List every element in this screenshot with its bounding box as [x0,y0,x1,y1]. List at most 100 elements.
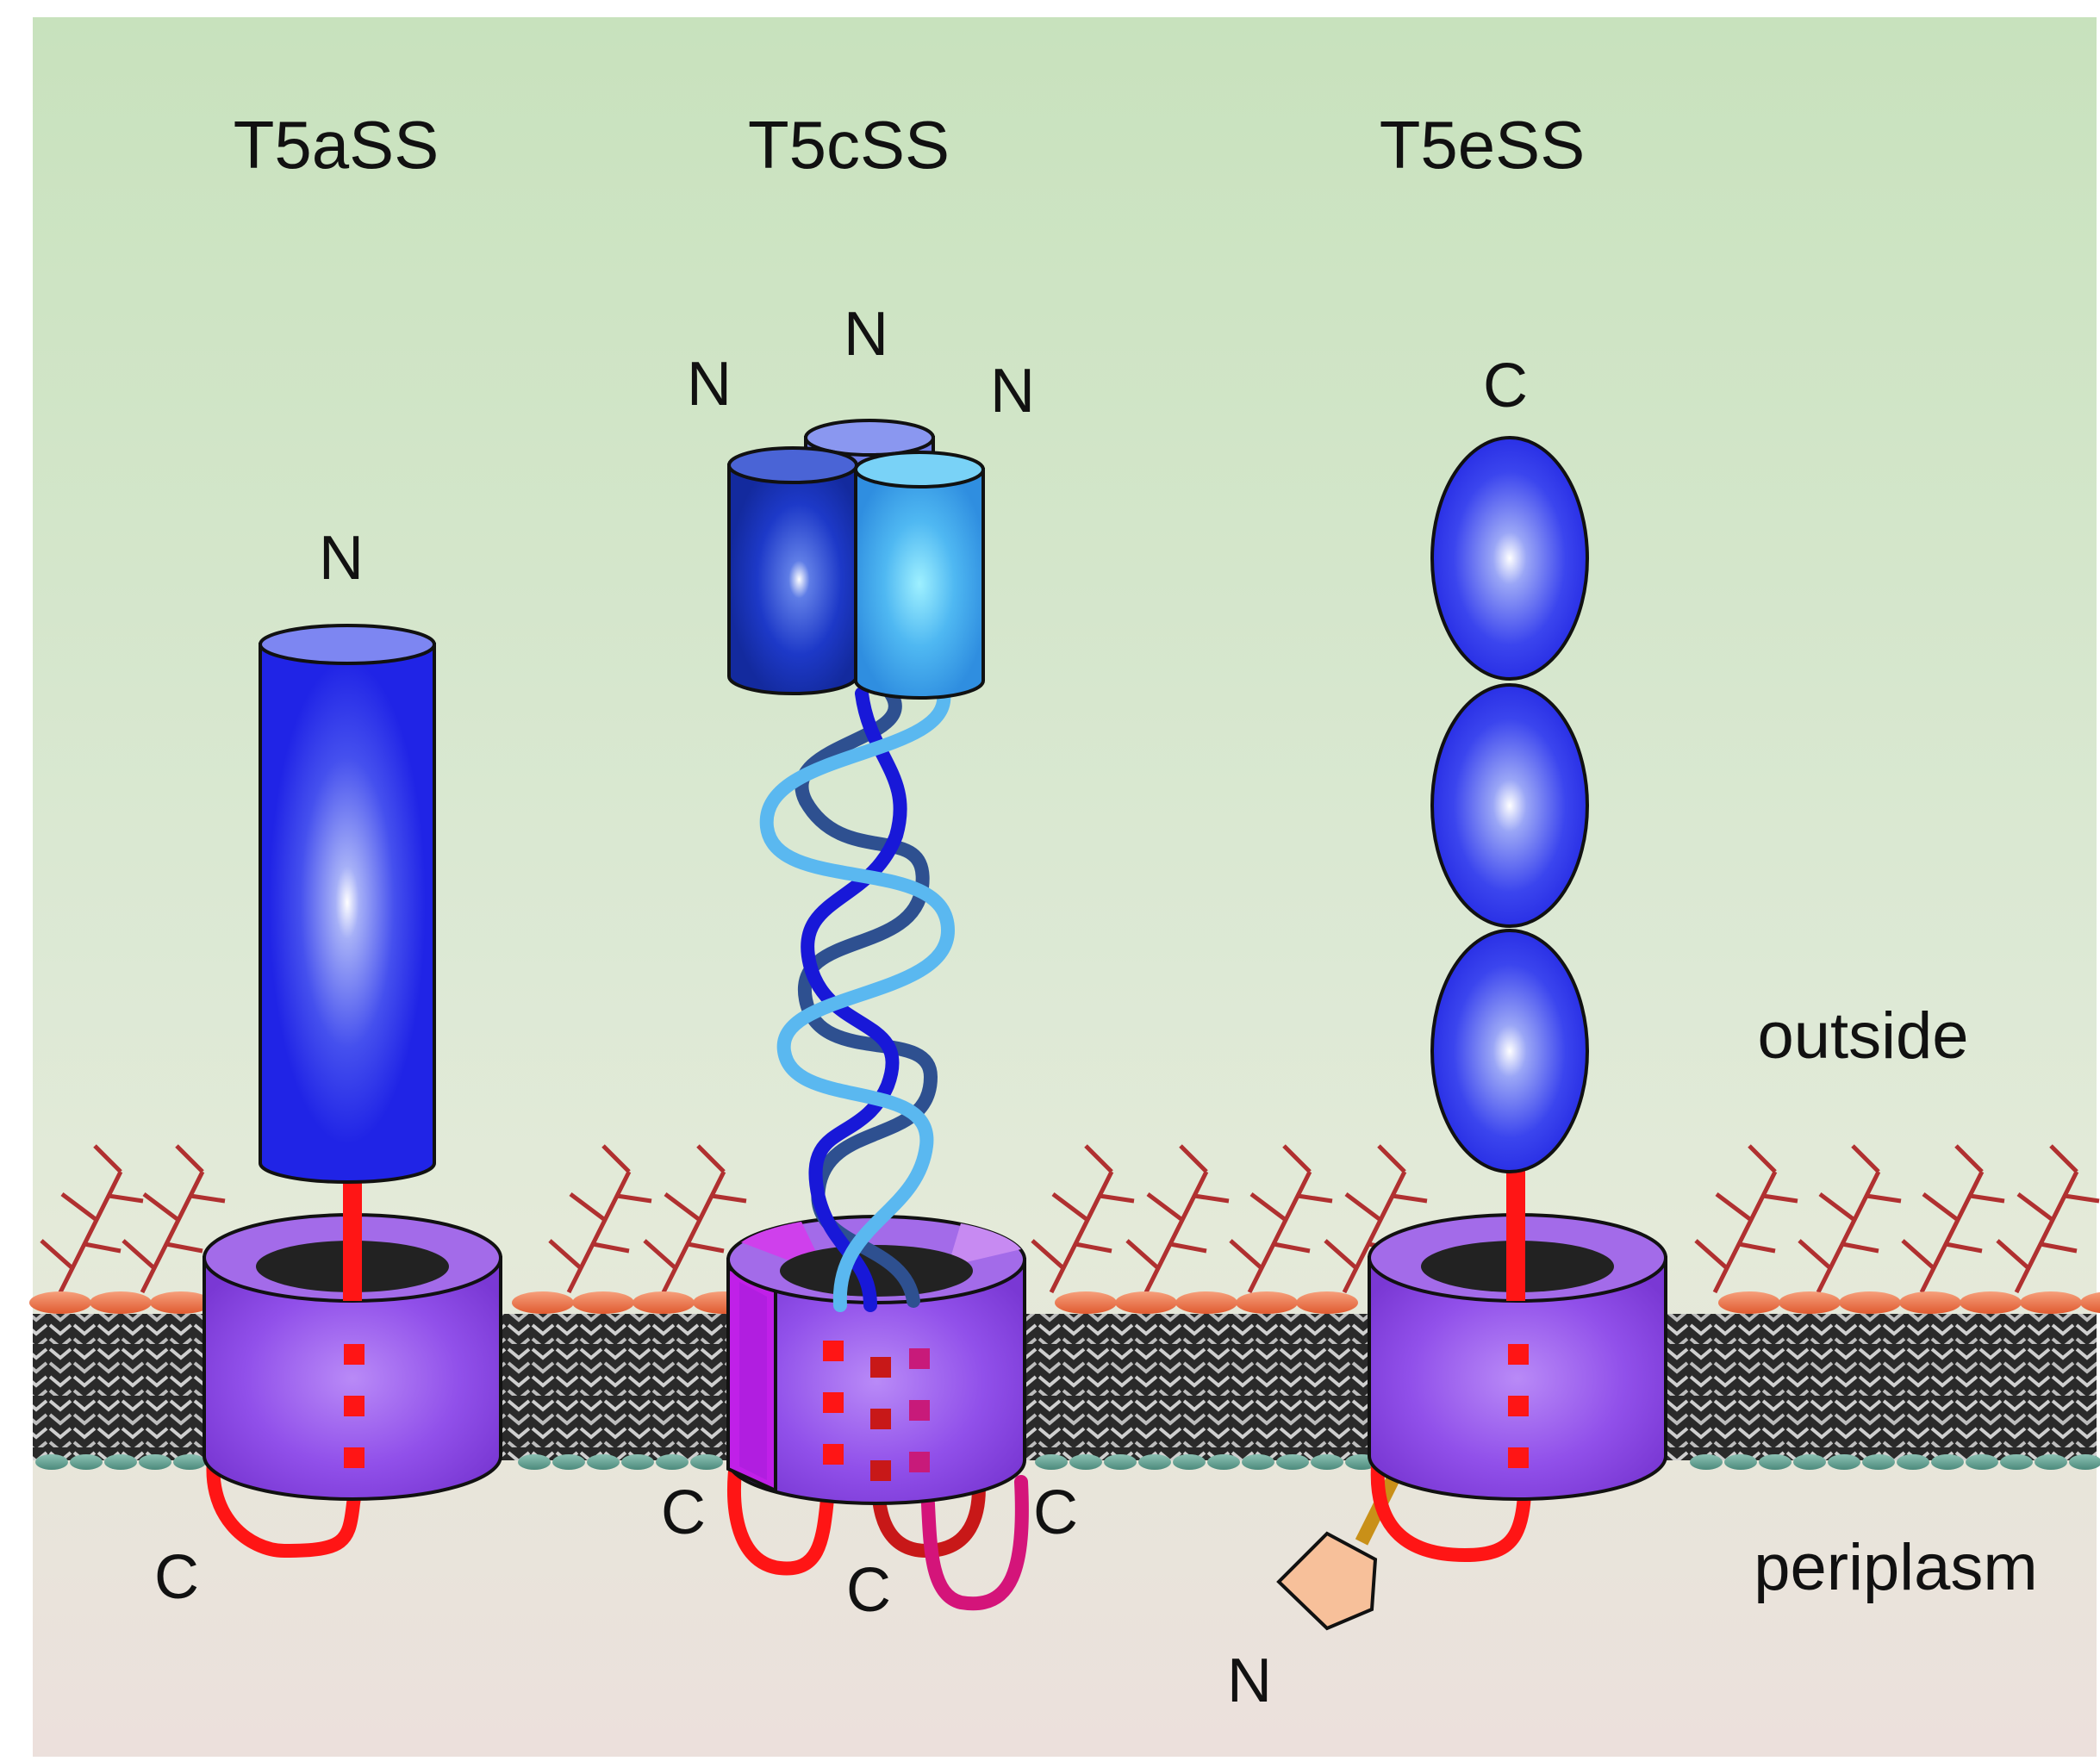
outer-headgroup [512,1291,574,1314]
t5ass-n-terminus-label: N [319,524,364,593]
t5css-n-terminus-label: N [687,350,732,419]
t5css-barrel-top-accent [948,1223,1021,1266]
lps-chain [1031,1144,1135,1294]
inner-headgroup [1931,1454,1964,1470]
inner-headgroup [552,1454,585,1470]
t5css-head-left [727,464,858,695]
periplasm-label: periplasm [1754,1531,2037,1604]
t5ass-system [203,624,502,1559]
lps-chain [40,1144,144,1294]
inner-headgroup [2035,1454,2067,1470]
lps-chain [1798,1144,1902,1294]
t5ess-domain-bead [1430,436,1589,681]
t5css-c-terminus-label: C [846,1556,891,1625]
outer-headgroup [150,1291,212,1314]
inner-headgroup [1069,1454,1102,1470]
outer-headgroups [29,1291,2100,1314]
inner-headgroup [1724,1454,1757,1470]
inner-headgroups [35,1454,2100,1470]
t5ass-c-terminal-loop [206,1441,369,1559]
inner-headgroup [104,1454,137,1470]
inner-headgroup [690,1454,723,1470]
t5ess-hairpin-dot [1508,1447,1529,1468]
lps-chain [548,1144,652,1294]
inner-headgroup [1242,1454,1274,1470]
t5ass-passenger-top [259,624,436,665]
outer-headgroup [2080,1291,2100,1314]
t5ess-system [1276,436,1667,1631]
outer-headgroup [572,1291,634,1314]
outer-headgroup [29,1291,91,1314]
inner-headgroup [1104,1454,1137,1470]
outer-headgroup [1175,1291,1237,1314]
t5ess-domain-bead [1430,683,1589,928]
t5css-title: T5cSS [748,107,950,183]
inner-headgroup [1690,1454,1723,1470]
inner-headgroup [2000,1454,2033,1470]
outer-headgroup [1779,1291,1841,1314]
inner-headgroup [1311,1454,1343,1470]
t5ess-loop [1370,1449,1532,1563]
inner-headgroup [139,1454,171,1470]
t5ass-hairpin-dot [344,1344,365,1365]
inner-headgroup [2069,1454,2100,1470]
lps-chain [1996,1144,2100,1294]
outer-headgroup [1236,1291,1298,1314]
inner-headgroup [1207,1454,1240,1470]
outer-headgroup [1115,1291,1177,1314]
t5css-n-terminus-label: N [844,300,888,369]
t5ess-hairpin-dot [1508,1396,1529,1416]
t5ass-c-terminus-label: C [154,1543,199,1612]
t5css-helix-strand-light [759,687,956,1312]
t5css-head-right [854,468,985,700]
t5ess-pentagon-domain [1276,1531,1378,1631]
inner-headgroup [1035,1454,1068,1470]
outer-headgroup [1296,1291,1358,1314]
inner-headgroup [1276,1454,1309,1470]
outer-headgroup [2020,1291,2082,1314]
t5ess-barrel [1368,1256,1667,1501]
t5css-n-terminus-label: N [990,357,1035,426]
inner-headgroup [1966,1454,1998,1470]
t5ass-hairpin-dot [344,1447,365,1468]
t5css-system [726,419,1029,1611]
t5css-hairpins [823,1341,930,1481]
t5css-helix-strand-blue [801,687,907,1312]
lps-chain [122,1144,226,1294]
t5ess-domain-bead [1430,929,1589,1173]
outer-headgroup [1899,1291,1961,1314]
outer-headgroup [1718,1291,1780,1314]
lps-chain [1901,1144,2005,1294]
t5ess-title: T5eSS [1380,107,1585,183]
outer-headgroup [90,1291,152,1314]
t5ass-passenger-domain [259,643,436,1184]
t5css-barrel-segment-shade [739,1282,767,1480]
inner-headgroup [1793,1454,1826,1470]
inner-headgroup [35,1454,68,1470]
t5css-head-right-top [854,451,985,488]
t5ess-n-terminus-label: N [1227,1646,1272,1715]
inner-headgroup [1173,1454,1206,1470]
t5css-head-left-top [727,446,858,484]
inner-headgroup [518,1454,551,1470]
t5css-head-back-top [804,419,935,457]
inner-headgroup [1138,1454,1171,1470]
t5ass-linker [343,1172,362,1301]
t5ass-hairpin-dot [344,1396,365,1416]
lps-chain [1694,1144,1798,1294]
inner-headgroup [1828,1454,1860,1470]
inner-headgroup [1897,1454,1929,1470]
inner-headgroup [621,1454,654,1470]
t5ess-hairpin-dot [1508,1344,1529,1365]
t5css-barrel [726,1258,1026,1505]
t5ess-c-terminus-label: C [1483,352,1528,420]
outer-headgroup [1839,1291,1901,1314]
outer-headgroup [632,1291,695,1314]
outer-headgroup [1960,1291,2022,1314]
inner-headgroup [1862,1454,1895,1470]
lps-chain [1229,1144,1333,1294]
inner-headgroup [173,1454,206,1470]
outside-label: outside [1757,999,1968,1073]
